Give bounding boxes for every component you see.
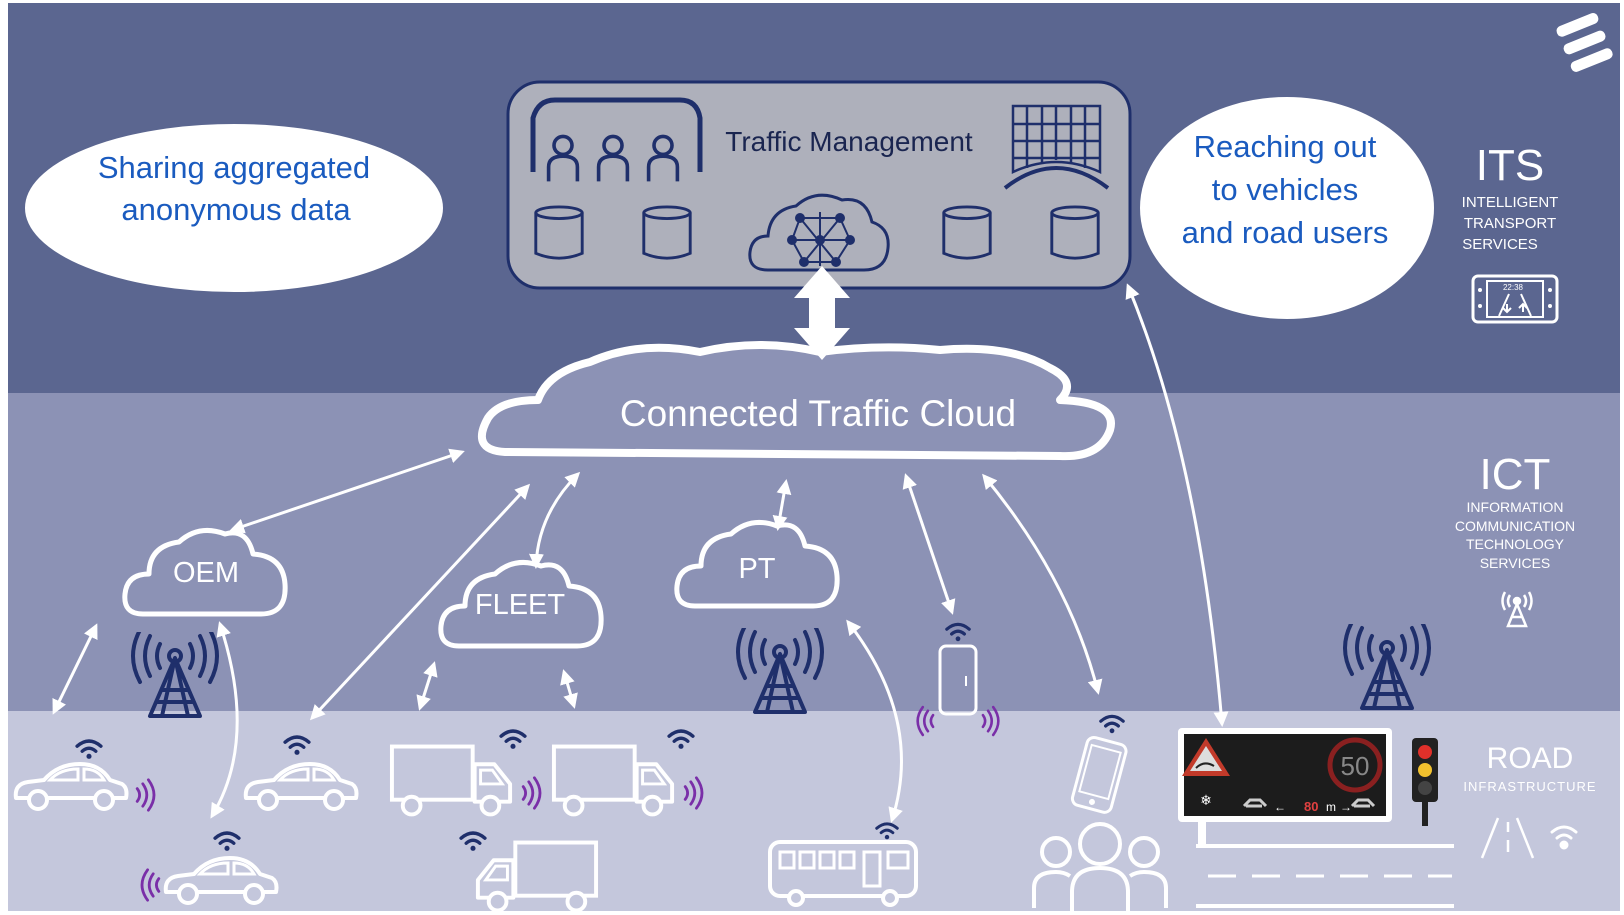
people-group-icon — [1032, 822, 1168, 912]
arrow-phone-cloud — [902, 473, 956, 615]
ict-line-4: SERVICES — [1480, 555, 1551, 571]
small-antenna-icon — [1501, 591, 1533, 628]
arrow-car-oem — [52, 623, 98, 715]
reaching-line-1: Reaching out — [1194, 129, 1377, 164]
arrow-fleet-cloud — [528, 471, 581, 569]
arrow-people-cloud — [982, 473, 1103, 695]
oem-label: OEM — [173, 557, 239, 589]
brand-logo — [1556, 13, 1613, 72]
fleet-label: FLEET — [475, 589, 566, 621]
arrow-pt-cloud — [772, 479, 792, 531]
smartphone-icon — [1070, 735, 1128, 814]
reaching-line-2: to vehicles — [1212, 172, 1358, 207]
video-wall-icon — [1003, 104, 1110, 190]
road-title: ROAD — [1487, 742, 1574, 775]
speed-limit-value: 50 — [1341, 751, 1370, 781]
left-arrow-icon: ← — [1274, 800, 1286, 814]
sign-distance: 80 — [1304, 799, 1318, 814]
tm-cloud-double-arrow — [794, 266, 850, 360]
ict-line-3: TECHNOLOGY — [1466, 536, 1565, 552]
sign-unit: m — [1326, 800, 1336, 814]
its-title: ITS — [1476, 141, 1544, 190]
arrow-truck2-fleet — [560, 669, 578, 709]
pt-cloud: PT — [677, 522, 837, 606]
road-display-icon: 22:38 — [1471, 274, 1559, 324]
variable-message-sign: ❄ 50 ← 80 m → — [1178, 728, 1392, 846]
reaching-out-bubble: Reaching out to vehicles and road users — [1138, 95, 1436, 321]
arrow-car-cloud — [309, 483, 531, 721]
sharing-data-bubble: Sharing aggregated anonymous data — [23, 122, 445, 294]
cloud-label: Connected Traffic Cloud — [620, 393, 1016, 434]
its-line-2: TRANSPORT — [1464, 215, 1556, 232]
road-subtitle: INFRASTRUCTURE — [1463, 779, 1596, 794]
network-cloud-icon — [748, 193, 890, 272]
arrow-tm-sign — [1125, 283, 1229, 727]
traffic-management-title: Traffic Management — [725, 126, 973, 157]
connection-arrows — [52, 283, 1229, 823]
traffic-management-box: Traffic Management — [506, 80, 1132, 290]
sharing-line-1: Sharing aggregated — [98, 150, 370, 185]
ict-line-2: COMMUNICATION — [1455, 518, 1575, 534]
arrow-truck1-fleet — [416, 661, 438, 711]
pt-label: PT — [738, 553, 775, 585]
its-line-1: INTELLIGENT — [1462, 194, 1559, 211]
road-markings — [1196, 844, 1454, 908]
ict-line-1: INFORMATION — [1467, 499, 1564, 515]
ict-layer-label: ICT INFORMATION COMMUNICATION TECHNOLOGY… — [1455, 450, 1575, 571]
right-arrow-icon: → — [1340, 800, 1352, 814]
oem-cloud: OEM — [125, 530, 285, 614]
its-layer-label: ITS INTELLIGENT TRANSPORT SERVICES — [1462, 141, 1559, 253]
reaching-line-3: and road users — [1182, 215, 1389, 250]
arrow-car2-oem — [210, 621, 239, 819]
road-layer-label: ROAD INFRASTRUCTURE — [1463, 742, 1596, 794]
display-time: 22:38 — [1503, 283, 1524, 292]
its-line-3: SERVICES — [1462, 236, 1538, 253]
arrow-bus-pt — [846, 619, 903, 823]
snowflake-icon: ❄ — [1200, 792, 1212, 808]
bus — [768, 822, 918, 907]
ict-title: ICT — [1480, 450, 1551, 499]
control-room-icon — [530, 97, 703, 184]
lane-icon — [1480, 817, 1535, 859]
mobile-device-ict — [916, 622, 1000, 737]
wireless-icon — [1550, 825, 1578, 850]
sharing-line-2: anonymous data — [121, 192, 351, 227]
traffic-light-icon — [1412, 738, 1438, 826]
